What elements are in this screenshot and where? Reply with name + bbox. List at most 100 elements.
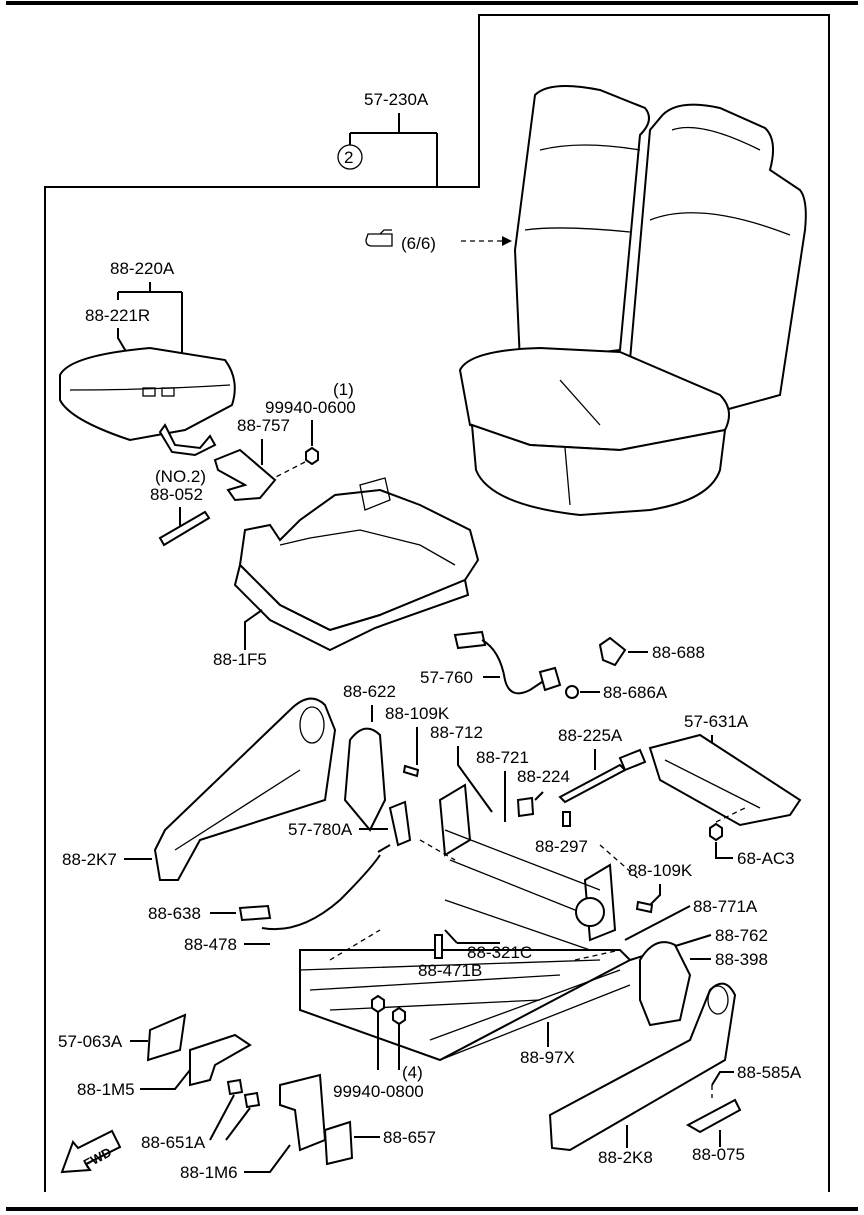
leader-88-651A — [209, 1094, 251, 1141]
label-88-97X: 88-97X — [520, 1048, 575, 1067]
leader-88-1M5 — [140, 1069, 191, 1090]
connector-88-686A — [565, 685, 579, 699]
pad-88-657 — [323, 1120, 354, 1166]
screw-88-651A-a — [226, 1078, 244, 1096]
label-88-638: 88-638 — [148, 904, 201, 923]
nut-68-AC3 — [709, 822, 723, 842]
label-qty-1: (1) — [333, 380, 354, 399]
bracket-88-1M6 — [279, 1073, 327, 1152]
label-57-631A: 57-631A — [684, 712, 749, 731]
label-57-780A: 57-780A — [288, 820, 353, 839]
pointing-hand-icon — [365, 229, 393, 247]
label-88-1M5: 88-1M5 — [77, 1080, 135, 1099]
label-88-398: 88-398 — [715, 950, 768, 969]
label-88-686A: 88-686A — [603, 683, 668, 702]
label-88-721: 88-721 — [476, 748, 529, 767]
buckle-strap-57-780A — [377, 844, 391, 853]
harness-cable-57-760 — [481, 639, 546, 695]
seat-frame-illustration — [299, 783, 632, 1062]
screw-88-297 — [562, 811, 571, 827]
seat-assembly-illustration — [458, 85, 807, 517]
label-88-221R: 88-221R — [85, 306, 150, 325]
trim-88-075 — [685, 1098, 742, 1134]
leader-88-109K-b — [649, 884, 661, 906]
label-88-471B: 88-471B — [418, 961, 482, 980]
armrest-illustration — [59, 346, 236, 457]
label-88-757: 88-757 — [237, 416, 290, 435]
lever-handle-88-225A — [618, 748, 647, 772]
bolt-88-109K-a — [402, 764, 420, 778]
bracket-88-757 — [213, 448, 277, 502]
leader-88-1M6 — [244, 1144, 291, 1173]
cushion-pan-88-1F5 — [233, 477, 480, 652]
leader-88-712 — [457, 746, 493, 813]
leader-57-230A — [349, 113, 438, 187]
label-no2: (NO.2) — [155, 467, 206, 486]
assembly-boundary — [44, 14, 830, 1192]
side-cover-88-2K8-knob — [707, 985, 729, 1015]
harness-57-760 — [453, 630, 487, 650]
nut-99940-0800-b — [392, 1006, 406, 1026]
label-88-224: 88-224 — [517, 767, 570, 786]
switch-88-638 — [238, 904, 272, 922]
label-qty-4: (4) — [402, 1063, 423, 1082]
leader-88-321C — [444, 929, 500, 944]
screw-88-651A-b — [243, 1091, 261, 1109]
bracket-57-631A — [648, 733, 802, 827]
circle-note-2-text: 2 — [344, 148, 353, 167]
label-88-1F5: 88-1F5 — [213, 650, 267, 669]
label-88-052: 88-052 — [150, 485, 203, 504]
label-88-688: 88-688 — [652, 643, 705, 662]
label-88-297: 88-297 — [535, 837, 588, 856]
bushing-88-224 — [516, 796, 535, 818]
label-68-AC3: 68-AC3 — [737, 849, 795, 868]
label-88-321C: 88-321C — [467, 943, 532, 962]
clip-88-688 — [598, 636, 627, 667]
label-88-1M6: 88-1M6 — [180, 1163, 238, 1182]
cover-88-398 — [639, 941, 692, 1027]
label-99940-0600: 99940-0600 — [265, 398, 356, 417]
pin-88-471B — [434, 934, 443, 959]
label-99940-0800: 99940-0800 — [333, 1082, 424, 1101]
label-57-760: 57-760 — [420, 668, 473, 687]
leader-88-771A — [624, 905, 691, 941]
leader-88-224 — [534, 791, 544, 801]
buckle-57-780A — [388, 800, 412, 847]
label-88-622: 88-622 — [343, 682, 396, 701]
label-88-712: 88-712 — [430, 723, 483, 742]
label-88-109K-b: 88-109K — [628, 861, 693, 880]
label-88-075: 88-075 — [692, 1145, 745, 1164]
label-57-063A: 57-063A — [58, 1032, 123, 1051]
leader-88-220A — [117, 282, 183, 393]
harness-plug-57-760 — [538, 666, 562, 692]
label-88-585A: 88-585A — [737, 1063, 802, 1082]
label-88-478: 88-478 — [184, 935, 237, 954]
dash-99940-0600 — [269, 461, 306, 481]
leader-99940-0800 — [377, 1012, 400, 1070]
cover-88-622 — [343, 727, 387, 832]
label-88-771A: 88-771A — [693, 897, 758, 916]
label-88-2K8: 88-2K8 — [598, 1148, 653, 1167]
harness-88-478 — [261, 854, 381, 931]
label-88-225A: 88-225A — [558, 726, 623, 745]
label-88-220A: 88-220A — [110, 259, 175, 278]
leader-88-585A — [711, 1071, 734, 1086]
circle-note-2 — [337, 144, 363, 170]
forward-arrow-icon: FWD — [60, 1129, 122, 1174]
pin-88-052 — [158, 510, 211, 547]
leader-68-AC3 — [715, 842, 733, 859]
label-88-651A: 88-651A — [141, 1133, 206, 1152]
side-cover-88-2K7 — [153, 697, 337, 881]
frame-dash-right — [574, 844, 641, 961]
nut-99940-0800-a — [371, 994, 385, 1014]
label-88-657: 88-657 — [383, 1128, 436, 1147]
label-88-109K-a: 88-109K — [385, 704, 450, 723]
label-88-2K7: 88-2K7 — [62, 850, 117, 869]
bracket-57-631A-detail — [664, 759, 761, 809]
frame-dash-left — [329, 839, 456, 961]
bolt-88-109K-b — [635, 900, 654, 914]
leader-88-1F5 — [244, 609, 263, 650]
bracket-88-1M5 — [189, 1033, 252, 1087]
cover-57-063A — [146, 1013, 187, 1062]
